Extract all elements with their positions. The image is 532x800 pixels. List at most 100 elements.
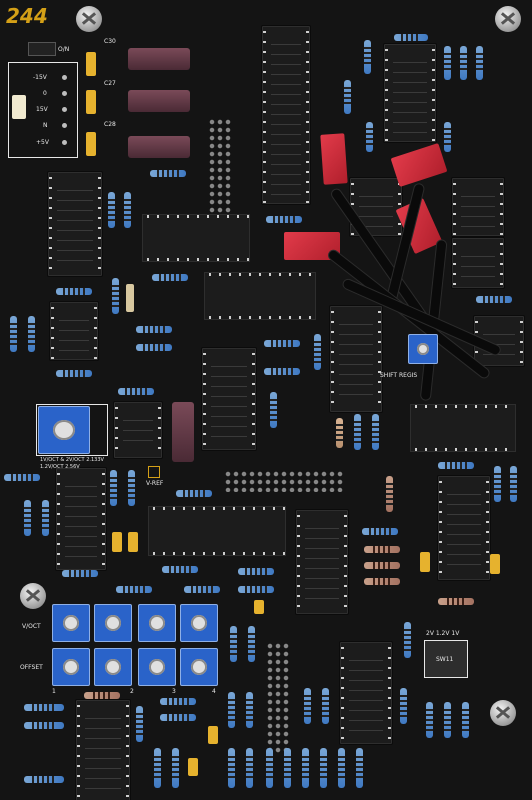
resistor-icon xyxy=(124,192,131,228)
chip-icon xyxy=(114,402,162,458)
resistor-icon xyxy=(24,500,31,536)
resistor-icon xyxy=(314,334,321,370)
power-label-n: N xyxy=(43,122,48,129)
cap-label-c30: C30 xyxy=(104,38,116,45)
chip-icon xyxy=(142,214,250,262)
trimmer-pot-icon[interactable] xyxy=(38,406,90,454)
resistor-icon xyxy=(394,34,428,41)
resistor-icon xyxy=(248,626,255,662)
trimmer-pot-icon[interactable] xyxy=(408,334,438,364)
chip-icon xyxy=(384,44,436,142)
resistor-icon xyxy=(304,688,311,724)
shift-register-label: SHIFT REGIS xyxy=(380,372,418,379)
resistor-icon xyxy=(4,474,40,481)
chip-icon xyxy=(452,238,504,288)
resistor-icon xyxy=(112,278,119,314)
trimmer-pot-icon[interactable] xyxy=(94,648,132,686)
trimmer-pot-icon[interactable] xyxy=(52,648,90,686)
resistor-icon xyxy=(364,40,371,74)
screw-icon xyxy=(76,6,102,32)
ceramic-capacitor xyxy=(128,532,138,552)
resistor-icon xyxy=(238,586,274,593)
resistor-icon xyxy=(444,702,451,738)
film-capacitor xyxy=(390,143,448,187)
power-connector-outline xyxy=(8,62,78,158)
electrolytic-capacitor xyxy=(172,402,194,462)
resistor-icon xyxy=(110,470,117,506)
power-pin xyxy=(62,140,67,145)
trimmer-pot-icon[interactable] xyxy=(138,604,176,642)
ceramic-capacitor xyxy=(490,554,500,574)
resistor-icon xyxy=(24,704,64,711)
resistor-icon xyxy=(426,702,433,738)
resistor-icon xyxy=(56,288,92,295)
trimmer-pot-icon[interactable] xyxy=(52,604,90,642)
channel-number: 1 xyxy=(52,688,56,695)
chip-icon xyxy=(296,510,348,614)
resistor-icon xyxy=(302,748,309,788)
resistor-icon xyxy=(344,80,351,114)
offset-label: OFFSET xyxy=(20,664,43,671)
resistor-icon xyxy=(284,748,291,788)
electrolytic-capacitor xyxy=(128,48,190,70)
trimmer-outline xyxy=(36,404,108,456)
resistor-icon xyxy=(128,470,135,506)
resistor-icon xyxy=(270,392,277,428)
resistor-icon xyxy=(266,748,273,788)
channel-number: 4 xyxy=(212,688,216,695)
diode-protection xyxy=(12,95,26,119)
chip-icon xyxy=(340,642,392,744)
power-label-0: 0 xyxy=(43,90,47,97)
ceramic-capacitor xyxy=(126,284,134,312)
resistor-icon xyxy=(336,418,343,448)
resistor-icon xyxy=(400,688,407,724)
resistor-icon xyxy=(264,368,300,375)
power-label-m15v: -15V xyxy=(33,74,47,81)
chip-icon xyxy=(330,306,382,412)
screw-icon xyxy=(20,583,46,609)
trimmer-pot-icon[interactable] xyxy=(94,604,132,642)
resistor-icon xyxy=(320,748,327,788)
resistor-icon xyxy=(438,462,474,469)
resistor-icon xyxy=(462,702,469,738)
calibration-note-line2: 1.2V/OCT 2.56V xyxy=(40,464,80,470)
chip-icon xyxy=(262,26,310,204)
on-label: O/N xyxy=(58,46,70,53)
resistor-icon xyxy=(116,586,152,593)
resistor-icon xyxy=(322,688,329,724)
resistor-icon xyxy=(228,748,235,788)
pin-header xyxy=(266,642,290,754)
resistor-icon xyxy=(372,414,379,450)
resistor-icon xyxy=(476,46,483,80)
resistor-icon xyxy=(152,274,188,281)
chip-icon xyxy=(204,272,316,320)
resistor-icon xyxy=(172,748,179,788)
resistor-icon xyxy=(176,490,212,497)
ceramic-capacitor xyxy=(188,758,198,776)
ceramic-capacitor xyxy=(254,600,264,614)
cap-label-c27: C27 xyxy=(104,80,116,87)
vref-test-point[interactable] xyxy=(148,466,160,478)
chip-icon xyxy=(56,468,106,570)
resistor-icon xyxy=(364,578,400,585)
screw-icon xyxy=(490,700,516,726)
range-switch[interactable] xyxy=(424,640,468,678)
trimmer-pot-icon[interactable] xyxy=(180,604,218,642)
trimmer-pot-icon[interactable] xyxy=(180,648,218,686)
resistor-icon xyxy=(266,216,302,223)
screw-icon xyxy=(495,6,521,32)
ceramic-capacitor xyxy=(420,552,430,572)
jumper-header xyxy=(28,42,56,56)
resistor-icon xyxy=(246,692,253,728)
resistor-icon xyxy=(136,326,172,333)
trimmer-pot-icon[interactable] xyxy=(138,648,176,686)
power-pin xyxy=(62,107,67,112)
chip-icon xyxy=(148,506,286,556)
resistor-icon xyxy=(228,692,235,728)
chip-icon xyxy=(410,404,516,452)
channel-number: 2 xyxy=(130,688,134,695)
resistor-icon xyxy=(404,622,411,658)
resistor-icon xyxy=(62,570,98,577)
resistor-icon xyxy=(230,626,237,662)
resistor-icon xyxy=(84,692,120,699)
